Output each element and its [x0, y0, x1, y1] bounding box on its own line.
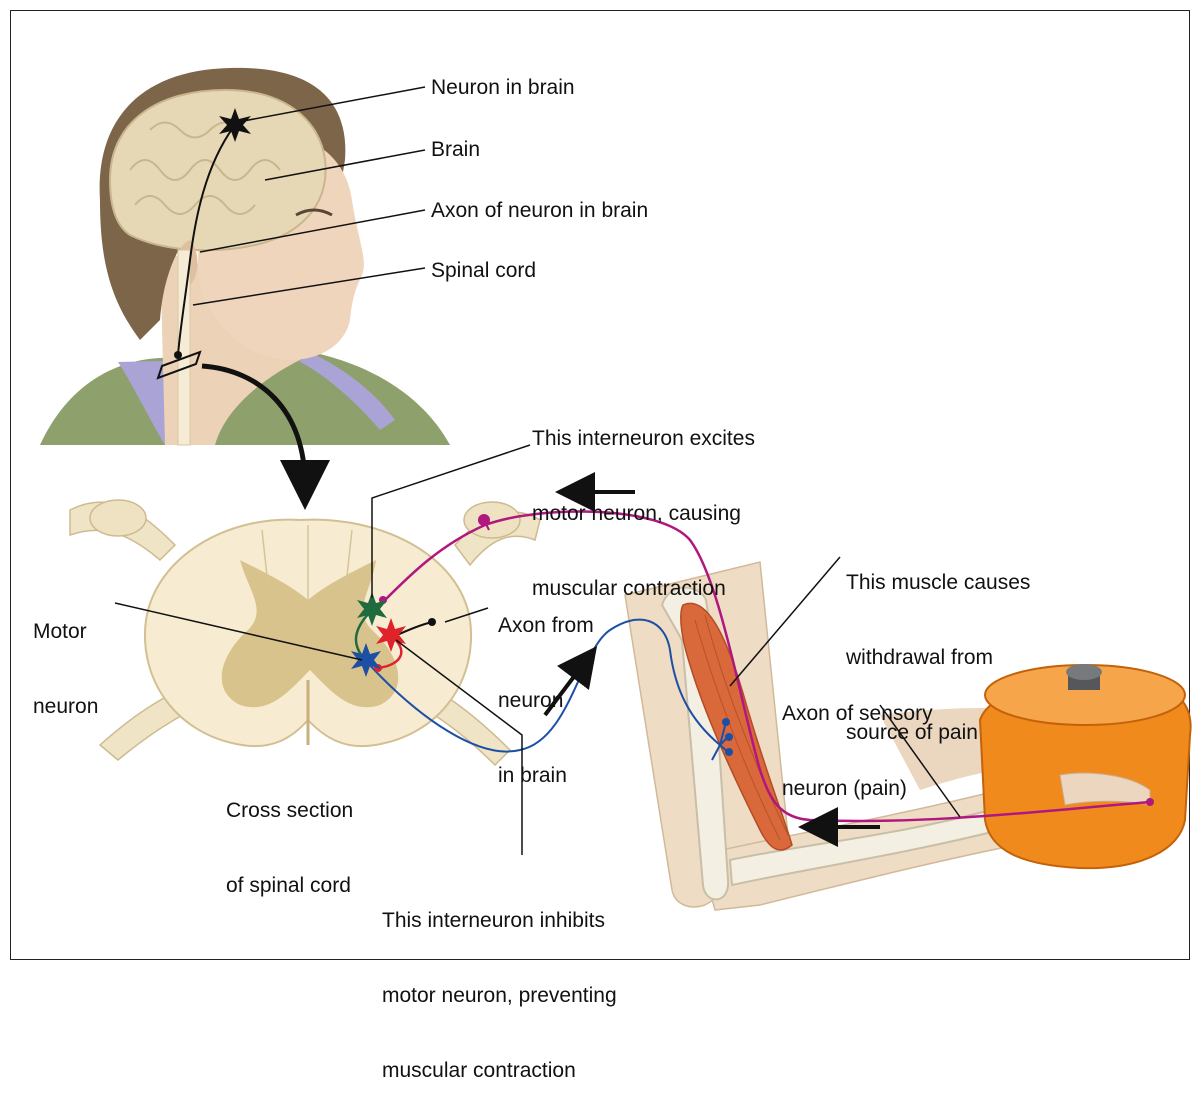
- label-line: Axon of sensory: [782, 701, 933, 726]
- label-line: motor neuron, causing: [532, 501, 755, 526]
- label-line: neuron: [33, 694, 98, 719]
- spinal-cord-cross-section: [70, 500, 540, 765]
- label-line: This interneuron excites: [532, 426, 755, 451]
- pot-handle-top: [1066, 664, 1102, 680]
- label-line: This muscle causes: [846, 570, 1030, 595]
- dorsal-ganglion-left: [90, 500, 146, 536]
- endplate-dot-1: [722, 718, 730, 726]
- label-line: muscular contraction: [382, 1058, 617, 1083]
- label-axon-from-brain: Axon from neuron in brain: [498, 563, 594, 813]
- label-line: of spinal cord: [226, 873, 353, 898]
- brain-axon-dot: [428, 618, 436, 626]
- label-sensory-axon: Axon of sensory neuron (pain): [782, 651, 933, 826]
- endplate-dot-3: [725, 748, 733, 756]
- label-inhibitory-interneuron: This interneuron inhibits motor neuron, …: [382, 858, 617, 1108]
- label-motor-neuron: Motor neuron: [33, 569, 98, 744]
- label-neuron-in-brain: Neuron in brain: [431, 75, 575, 100]
- label-spinal-cord: Spinal cord: [431, 258, 536, 283]
- dorsal-ganglion-right: [464, 502, 520, 538]
- head-illustration: [40, 68, 450, 445]
- label-line: neuron: [498, 688, 594, 713]
- label-line: motor neuron, preventing: [382, 983, 617, 1008]
- sensory-receptor-dot: [1146, 798, 1154, 806]
- label-cross-section: Cross section of spinal cord: [226, 748, 353, 923]
- brain-shape: [110, 90, 326, 250]
- label-line: in brain: [498, 763, 594, 788]
- label-brain: Brain: [431, 137, 480, 162]
- label-line: Axon from: [498, 613, 594, 638]
- endplate-dot-2: [725, 733, 733, 741]
- label-line: Motor: [33, 619, 98, 644]
- label-line: neuron (pain): [782, 776, 933, 801]
- label-line: This interneuron inhibits: [382, 908, 617, 933]
- axon-terminal-dot: [174, 351, 182, 359]
- label-axon-of-neuron-in-brain: Axon of neuron in brain: [431, 198, 648, 223]
- label-line: Cross section: [226, 798, 353, 823]
